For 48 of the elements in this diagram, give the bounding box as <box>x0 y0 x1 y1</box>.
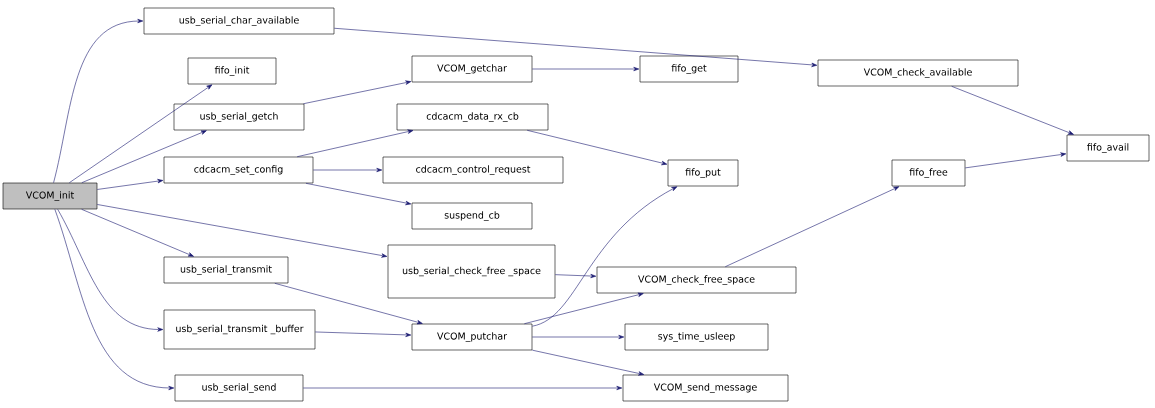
function-box: usb_serial_transmit <box>163 256 289 284</box>
arrow <box>965 152 1067 169</box>
function-box: sys_time_usleep <box>624 323 769 351</box>
function-box: usb_serial_char_available <box>143 7 335 35</box>
arrow <box>725 186 900 267</box>
arrow <box>54 209 175 391</box>
function-box: VCOM_send_message <box>622 374 789 402</box>
arrow <box>532 66 640 72</box>
arrow <box>303 80 412 104</box>
arrow <box>69 84 213 183</box>
arrow <box>532 186 678 327</box>
function-box: fifo_init <box>187 57 277 85</box>
function-box: suspend_cb <box>411 202 533 230</box>
arrow <box>274 283 423 325</box>
arrow <box>303 385 623 391</box>
arrow <box>296 129 414 157</box>
function-box: usb_serial_send <box>174 374 304 402</box>
arrow <box>57 209 164 332</box>
arrow <box>315 331 412 337</box>
function-box: VCOM_check_free_space <box>596 266 797 294</box>
arrow <box>305 183 412 206</box>
function-box: fifo_avail <box>1066 134 1150 162</box>
arrow <box>532 334 625 340</box>
function-box: VCOM_getchar <box>411 55 533 83</box>
function-box: VCOM_check_available <box>817 59 1019 87</box>
function-box: VCOM_putchar <box>411 323 533 351</box>
arrow <box>334 27 818 67</box>
arrow <box>53 18 144 183</box>
arrow <box>555 273 597 279</box>
arrow <box>97 204 388 258</box>
arrow <box>81 130 207 183</box>
arrow <box>951 86 1074 135</box>
function-box: fifo_free <box>891 159 966 187</box>
function-box: VCOM_init <box>2 182 98 210</box>
arrow <box>81 209 194 257</box>
function-box: cdcacm_control_request <box>382 156 564 184</box>
function-box: cdcacm_set_config <box>163 156 314 184</box>
arrow <box>526 130 668 166</box>
arrow <box>313 167 383 173</box>
function-box: cdcacm_data_rx_cb <box>396 103 549 131</box>
function-box: usb_serial_check_free _space <box>387 244 556 299</box>
function-box: fifo_get <box>639 55 739 83</box>
arrow <box>97 179 164 190</box>
arrow <box>524 292 644 324</box>
function-box: usb_serial_getch <box>173 103 305 131</box>
function-box: usb_serial_transmit _buffer <box>163 309 316 350</box>
function-box: fifo_put <box>667 159 739 187</box>
arrow <box>532 349 645 376</box>
